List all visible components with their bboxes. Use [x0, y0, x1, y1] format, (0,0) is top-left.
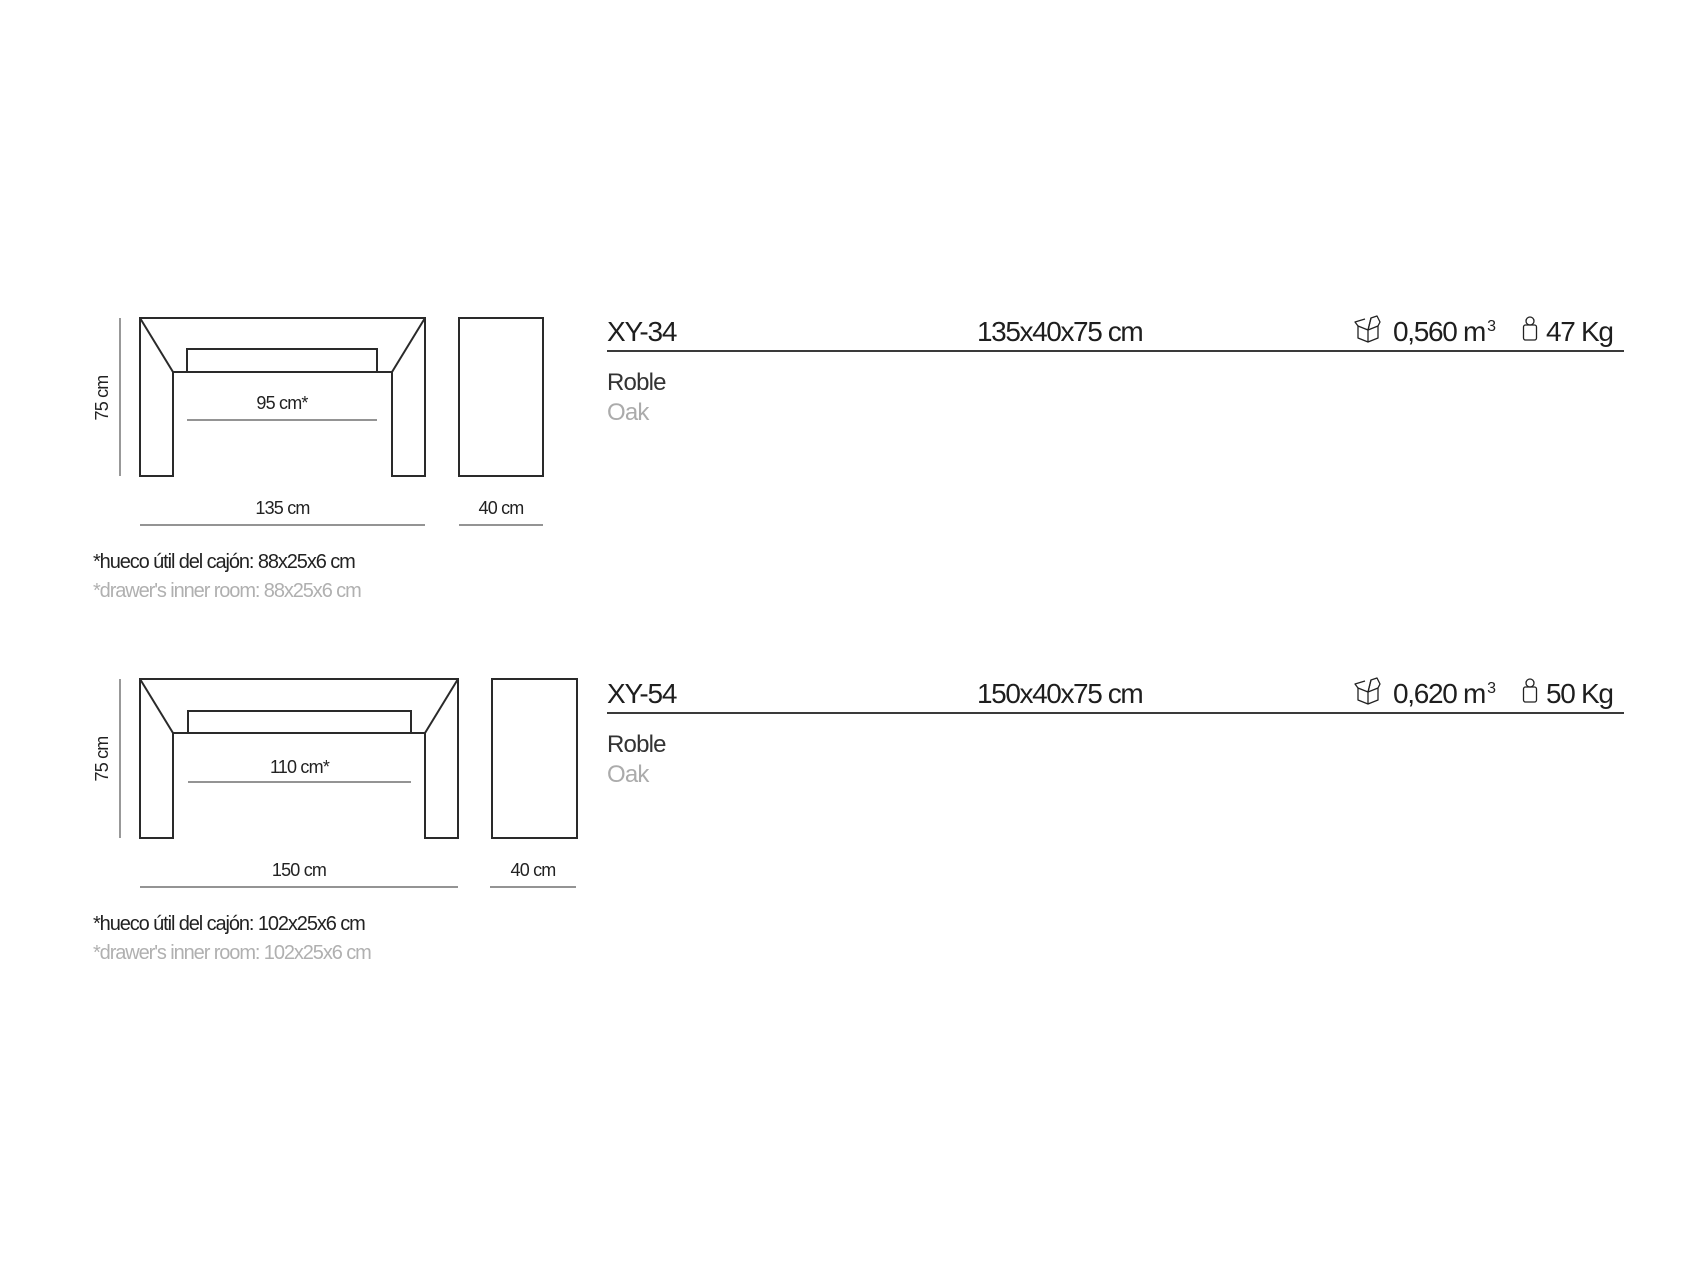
drawer-note-en: *drawer's inner room: 88x25x6 cm	[93, 580, 362, 602]
drawer-note-en: *drawer's inner room: 102x25x6 cm	[93, 942, 372, 964]
product-dimensions: 135x40x75 cm	[977, 316, 1144, 347]
drawer-note-es: *hueco útil del cajón: 102x25x6 cm	[93, 913, 366, 935]
header-divider	[607, 712, 1624, 714]
drawer-note-es: *hueco útil del cajón: 88x25x6 cm	[93, 551, 356, 573]
volume-unit-superscript: 3	[1487, 318, 1496, 335]
inner-width-label: 95 cm*	[256, 393, 308, 413]
product-weight: 50 Kg	[1546, 678, 1614, 709]
weight-icon	[1522, 678, 1538, 703]
height-label: 75 cm	[92, 736, 112, 782]
width-label: 135 cm	[255, 498, 310, 518]
depth-label: 40 cm	[478, 498, 524, 518]
product-weight: 47 Kg	[1546, 316, 1614, 347]
material-es: Roble	[607, 369, 667, 396]
volume-value: 0,620 m	[1393, 678, 1486, 709]
front-and-side-view-drawing	[119, 678, 578, 888]
product-dimensions: 150x40x75 cm	[977, 678, 1144, 709]
weight-icon	[1522, 316, 1538, 341]
volume-value: 0,560 m	[1393, 316, 1486, 347]
depth-label: 40 cm	[510, 860, 556, 880]
material-en: Oak	[607, 761, 649, 788]
width-label: 150 cm	[271, 860, 327, 880]
product-code: XY-54	[607, 678, 677, 709]
volume-unit-superscript: 3	[1487, 680, 1496, 697]
inner-width-label: 110 cm*	[269, 757, 330, 777]
open-box-icon	[1354, 315, 1381, 343]
header-divider	[607, 350, 1624, 352]
product-code: XY-34	[607, 316, 677, 347]
front-and-side-view-drawing	[119, 317, 544, 526]
material-en: Oak	[607, 399, 649, 426]
material-es: Roble	[607, 731, 667, 758]
open-box-icon	[1354, 677, 1381, 705]
